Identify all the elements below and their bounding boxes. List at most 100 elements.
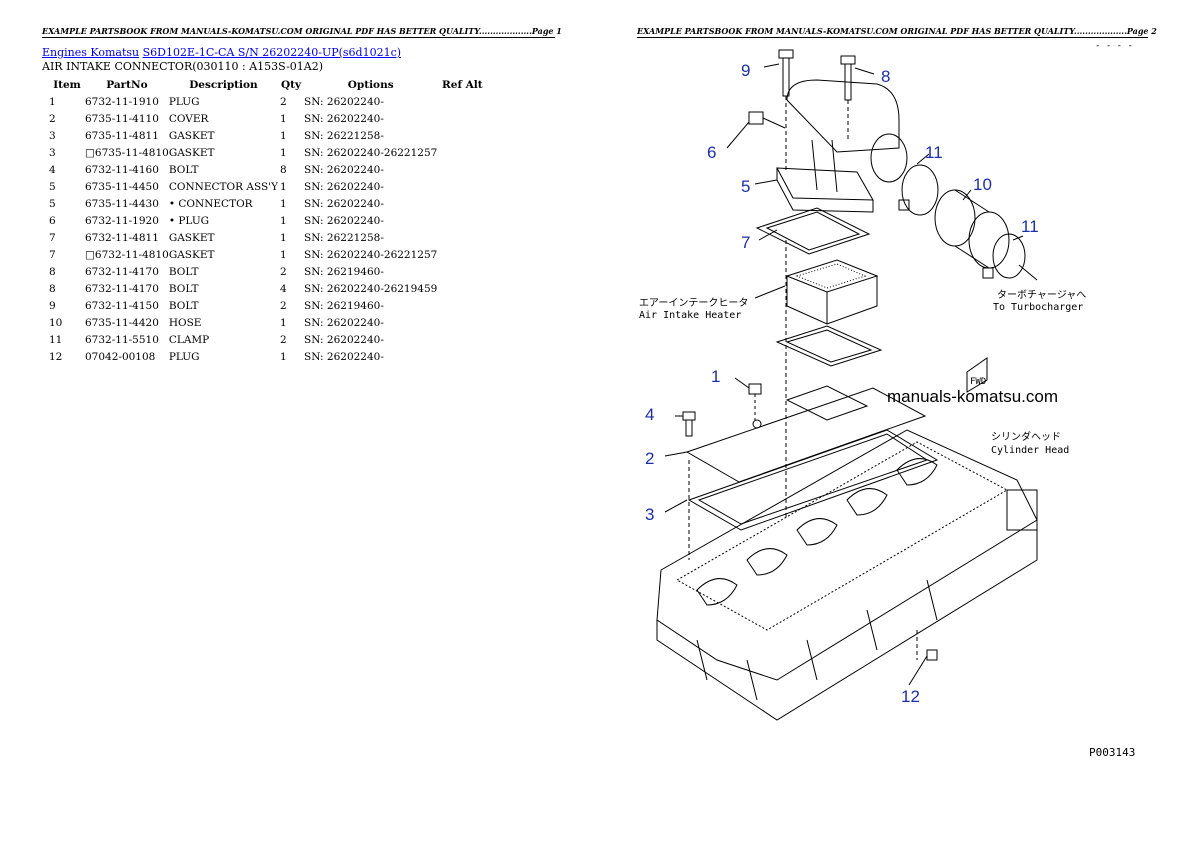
table-header-row: Item PartNo Description Qty Options Ref … — [42, 76, 487, 93]
turbo-label-jp: ターボチャージャへ — [997, 289, 1086, 301]
air-intake-heater-drawing — [785, 259, 879, 325]
cell-options: SN: 26202240- — [304, 333, 384, 346]
cell-item: 7 — [49, 231, 56, 244]
cell-refalt — [437, 195, 487, 212]
callout-6: 6 — [707, 143, 716, 162]
cell-description: PLUG — [168, 95, 200, 108]
callout-3: 3 — [645, 505, 654, 524]
connector-5-drawing — [776, 79, 908, 213]
cell-options: SN: 26221258- — [304, 129, 384, 142]
callout-2: 2 — [645, 449, 654, 468]
cell-qty: 1 — [280, 214, 287, 227]
parts-diagram: 9 8 6 5 11 10 11 7 1 4 2 3 12 エアーインテークヒー… — [639, 41, 1135, 759]
cell-options: SN: 26202240- — [304, 214, 384, 227]
cell-partno: 6732-11-4150 — [85, 299, 159, 312]
fwd-arrow-icon — [966, 357, 988, 393]
figure-code: P003143 — [1089, 746, 1135, 759]
cell-item: 2 — [49, 112, 56, 125]
callout-10: 10 — [973, 175, 992, 194]
col-refalt-header: Ref Alt — [442, 78, 483, 91]
cell-qty: 1 — [280, 231, 287, 244]
plug-12-drawing — [926, 649, 938, 661]
cell-description: BOLT — [168, 163, 199, 176]
cell-item: 8 — [49, 265, 56, 278]
cell-qty: 1 — [280, 350, 287, 363]
cell-item: 8 — [49, 282, 56, 295]
header-rule-right — [637, 37, 1148, 38]
cell-partno: □6735-11-4810 — [85, 146, 169, 159]
cell-item: 5 — [49, 197, 56, 210]
cell-qty: 1 — [280, 316, 287, 329]
cell-qty: 1 — [280, 129, 287, 142]
hose-10-drawing — [934, 189, 1010, 269]
bolt-4-drawing — [682, 411, 696, 437]
cell-refalt — [437, 161, 487, 178]
cell-options: SN: 26202240- — [304, 197, 384, 210]
bolt-9-drawing — [778, 49, 794, 97]
cell-qty: 1 — [280, 180, 287, 193]
cell-partno: 6735-11-4110 — [85, 112, 159, 125]
cell-qty: 2 — [280, 265, 287, 278]
page-header-right: EXAMPLE PARTSBOOK FROM MANUALS-KOMATSU.C… — [637, 26, 1157, 36]
breadcrumb: Engines Komatsu S6D102E-1C-CA S/N 262022… — [42, 46, 401, 59]
breadcrumb-link-engines[interactable]: Engines Komatsu — [42, 46, 140, 59]
cell-qty: 1 — [280, 112, 287, 125]
cell-refalt — [437, 348, 487, 365]
fwd-label: FWD — [970, 377, 986, 387]
cell-item: 5 — [49, 180, 56, 193]
cell-refalt — [437, 144, 487, 161]
cell-options: SN: 26202240- — [304, 112, 384, 125]
cell-partno: 07042-00108 — [85, 350, 156, 363]
col-partno-header: PartNo — [106, 78, 148, 91]
cell-description: GASKET — [168, 231, 215, 244]
breadcrumb-link-model[interactable]: S6D102E-1C-CA S/N 26202240-UP(s6d1021c) — [142, 46, 402, 59]
cell-refalt — [437, 178, 487, 195]
cell-options: SN: 26221258- — [304, 231, 384, 244]
section-title: AIR INTAKE CONNECTOR(030110 : A153S-01A2… — [42, 60, 324, 73]
cell-description: PLUG — [168, 350, 200, 363]
cell-item: 9 — [49, 299, 56, 312]
cylinder-head-label-jp: シリンダヘッド — [991, 430, 1061, 443]
cell-qty: 1 — [280, 197, 287, 210]
cell-item: 3 — [49, 129, 56, 142]
cell-refalt — [437, 110, 487, 127]
cell-item: 10 — [49, 316, 63, 329]
corner-mark: - - - - — [1095, 41, 1133, 51]
cell-options: SN: 26219460- — [304, 299, 384, 312]
table-row: 2 6735-11-4110 COVER 1 SN: 26202240- — [42, 110, 487, 127]
cell-partno: 6732-11-4160 — [85, 163, 159, 176]
col-options-header: Options — [347, 78, 394, 91]
cell-qty: 2 — [280, 333, 287, 346]
cell-item: 11 — [49, 333, 63, 346]
cell-description: GASKET — [168, 129, 215, 142]
cell-options: SN: 26219460- — [304, 265, 384, 278]
cell-options: SN: 26202240- — [304, 316, 384, 329]
page-header-left: EXAMPLE PARTSBOOK FROM MANUALS-KOMATSU.C… — [42, 26, 562, 36]
cell-refalt — [437, 127, 487, 144]
cell-description: COVER — [168, 112, 209, 125]
cell-options: SN: 26202240-26221257 — [304, 248, 438, 261]
cell-options: SN: 26202240-26219459 — [304, 282, 438, 295]
cell-description: • CONNECTOR — [168, 197, 253, 210]
callout-1: 1 — [711, 367, 720, 386]
cell-refalt — [437, 314, 487, 331]
cell-options: SN: 26202240- — [304, 163, 384, 176]
gasket-7-drawing — [755, 207, 871, 255]
heater-label-jp: エアーインテークヒータ — [639, 297, 748, 309]
plug-1-drawing — [748, 383, 762, 395]
cell-description: HOSE — [168, 316, 202, 329]
cell-partno: □6732-11-4810 — [85, 248, 169, 261]
callout-12: 12 — [901, 687, 920, 706]
cell-partno: 6735-11-4430 — [85, 197, 159, 210]
cylinder-head-drawing — [656, 429, 1038, 721]
cell-refalt — [437, 331, 487, 348]
